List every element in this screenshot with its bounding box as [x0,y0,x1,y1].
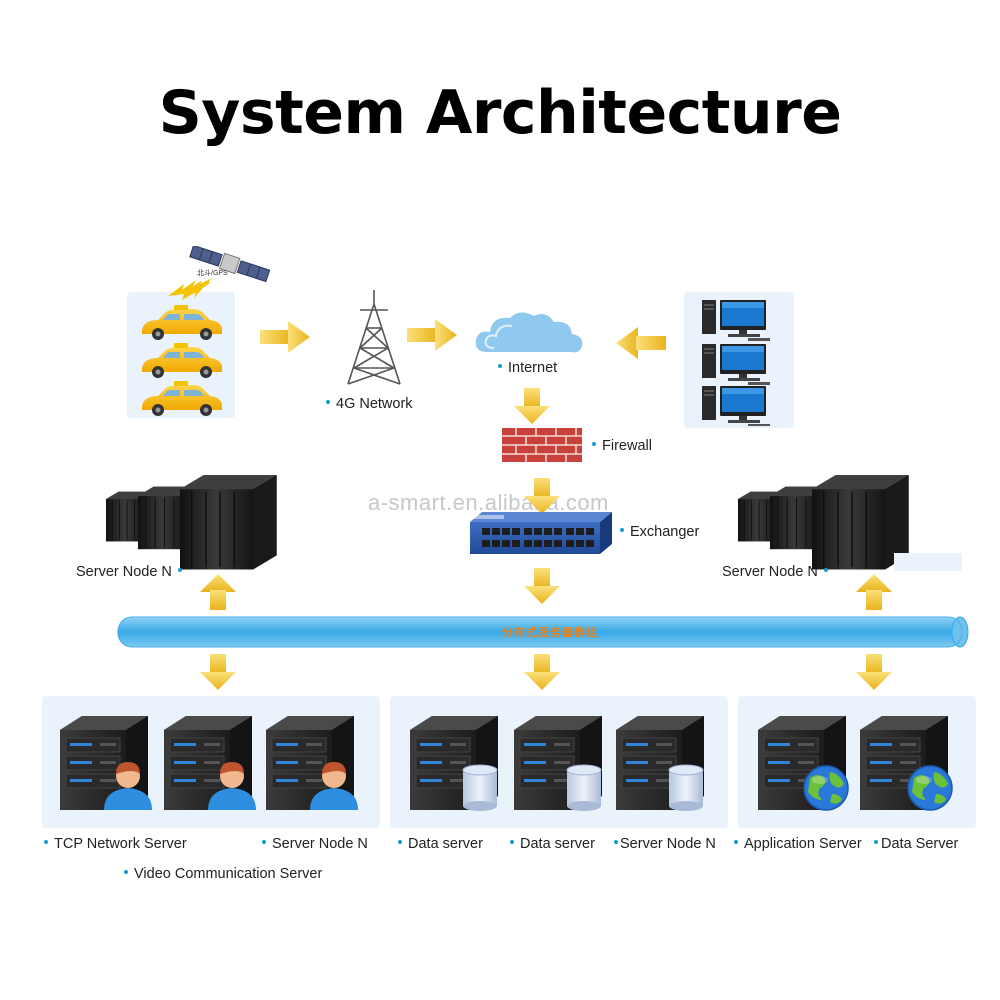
desktop-pc-icon [702,386,770,426]
taxi-icon [142,305,222,340]
arrow-down-icon [524,568,560,604]
network-label: 4G Network [326,396,413,412]
firewall-icon [502,428,582,462]
globe-icon [907,765,953,811]
arrow-down-icon [524,654,560,690]
blank-tag [894,553,962,571]
group-3-servers [757,715,953,811]
server-cluster-left [105,474,278,570]
group-2-servers [409,715,705,812]
server-node-label: Server Node N [262,836,368,852]
arrow-right-icon [407,319,457,351]
data-server-label: Data server [510,836,595,852]
desktop-pc-icon [702,344,770,385]
database-icon [668,764,704,812]
arrow-down-icon [200,654,236,690]
taxi-icon [142,343,222,378]
taxi-group [142,305,222,416]
arrow-up-icon [856,574,892,610]
satellite-label: 北斗/GPS [197,270,228,277]
database-icon [462,764,498,812]
bus-label: 分布式服务器群组 [502,627,598,639]
arrow-down-icon [856,654,892,690]
arrow-left-icon [616,327,666,359]
watermark: a-smart.en.alibaba.com [368,490,609,515]
pc-group [702,300,770,426]
arrow-up-icon [200,574,236,610]
arrow-right-icon [260,321,310,353]
internet-label: Internet [498,360,557,376]
server-node-left-label: Server Node N [76,564,182,580]
group-1-servers [59,715,358,811]
taxi-icon [142,381,222,416]
tower-icon [347,290,401,385]
desktop-pc-icon [702,300,770,341]
cloud-icon [475,312,583,353]
distributed-bus [117,616,969,648]
application-server-label: Application Server [734,836,862,852]
globe-icon [803,765,849,811]
switch-icon [470,512,612,554]
data-server-label: Data Server [874,836,958,852]
database-icon [566,764,602,812]
server-node-label: Server Node N [614,836,716,852]
arrow-down-icon [524,478,560,514]
server-node-right-label: Server Node N [722,564,828,580]
lightning-icon [168,278,212,300]
arrow-down-icon [514,388,550,424]
video-server-label: Video Communication Server [124,866,322,882]
tcp-server-label: TCP Network Server [44,836,187,852]
firewall-label: Firewall [592,438,652,454]
page-title: System Architecture [158,78,842,148]
exchanger-label: Exchanger [620,524,699,540]
data-server-label: Data server [398,836,483,852]
